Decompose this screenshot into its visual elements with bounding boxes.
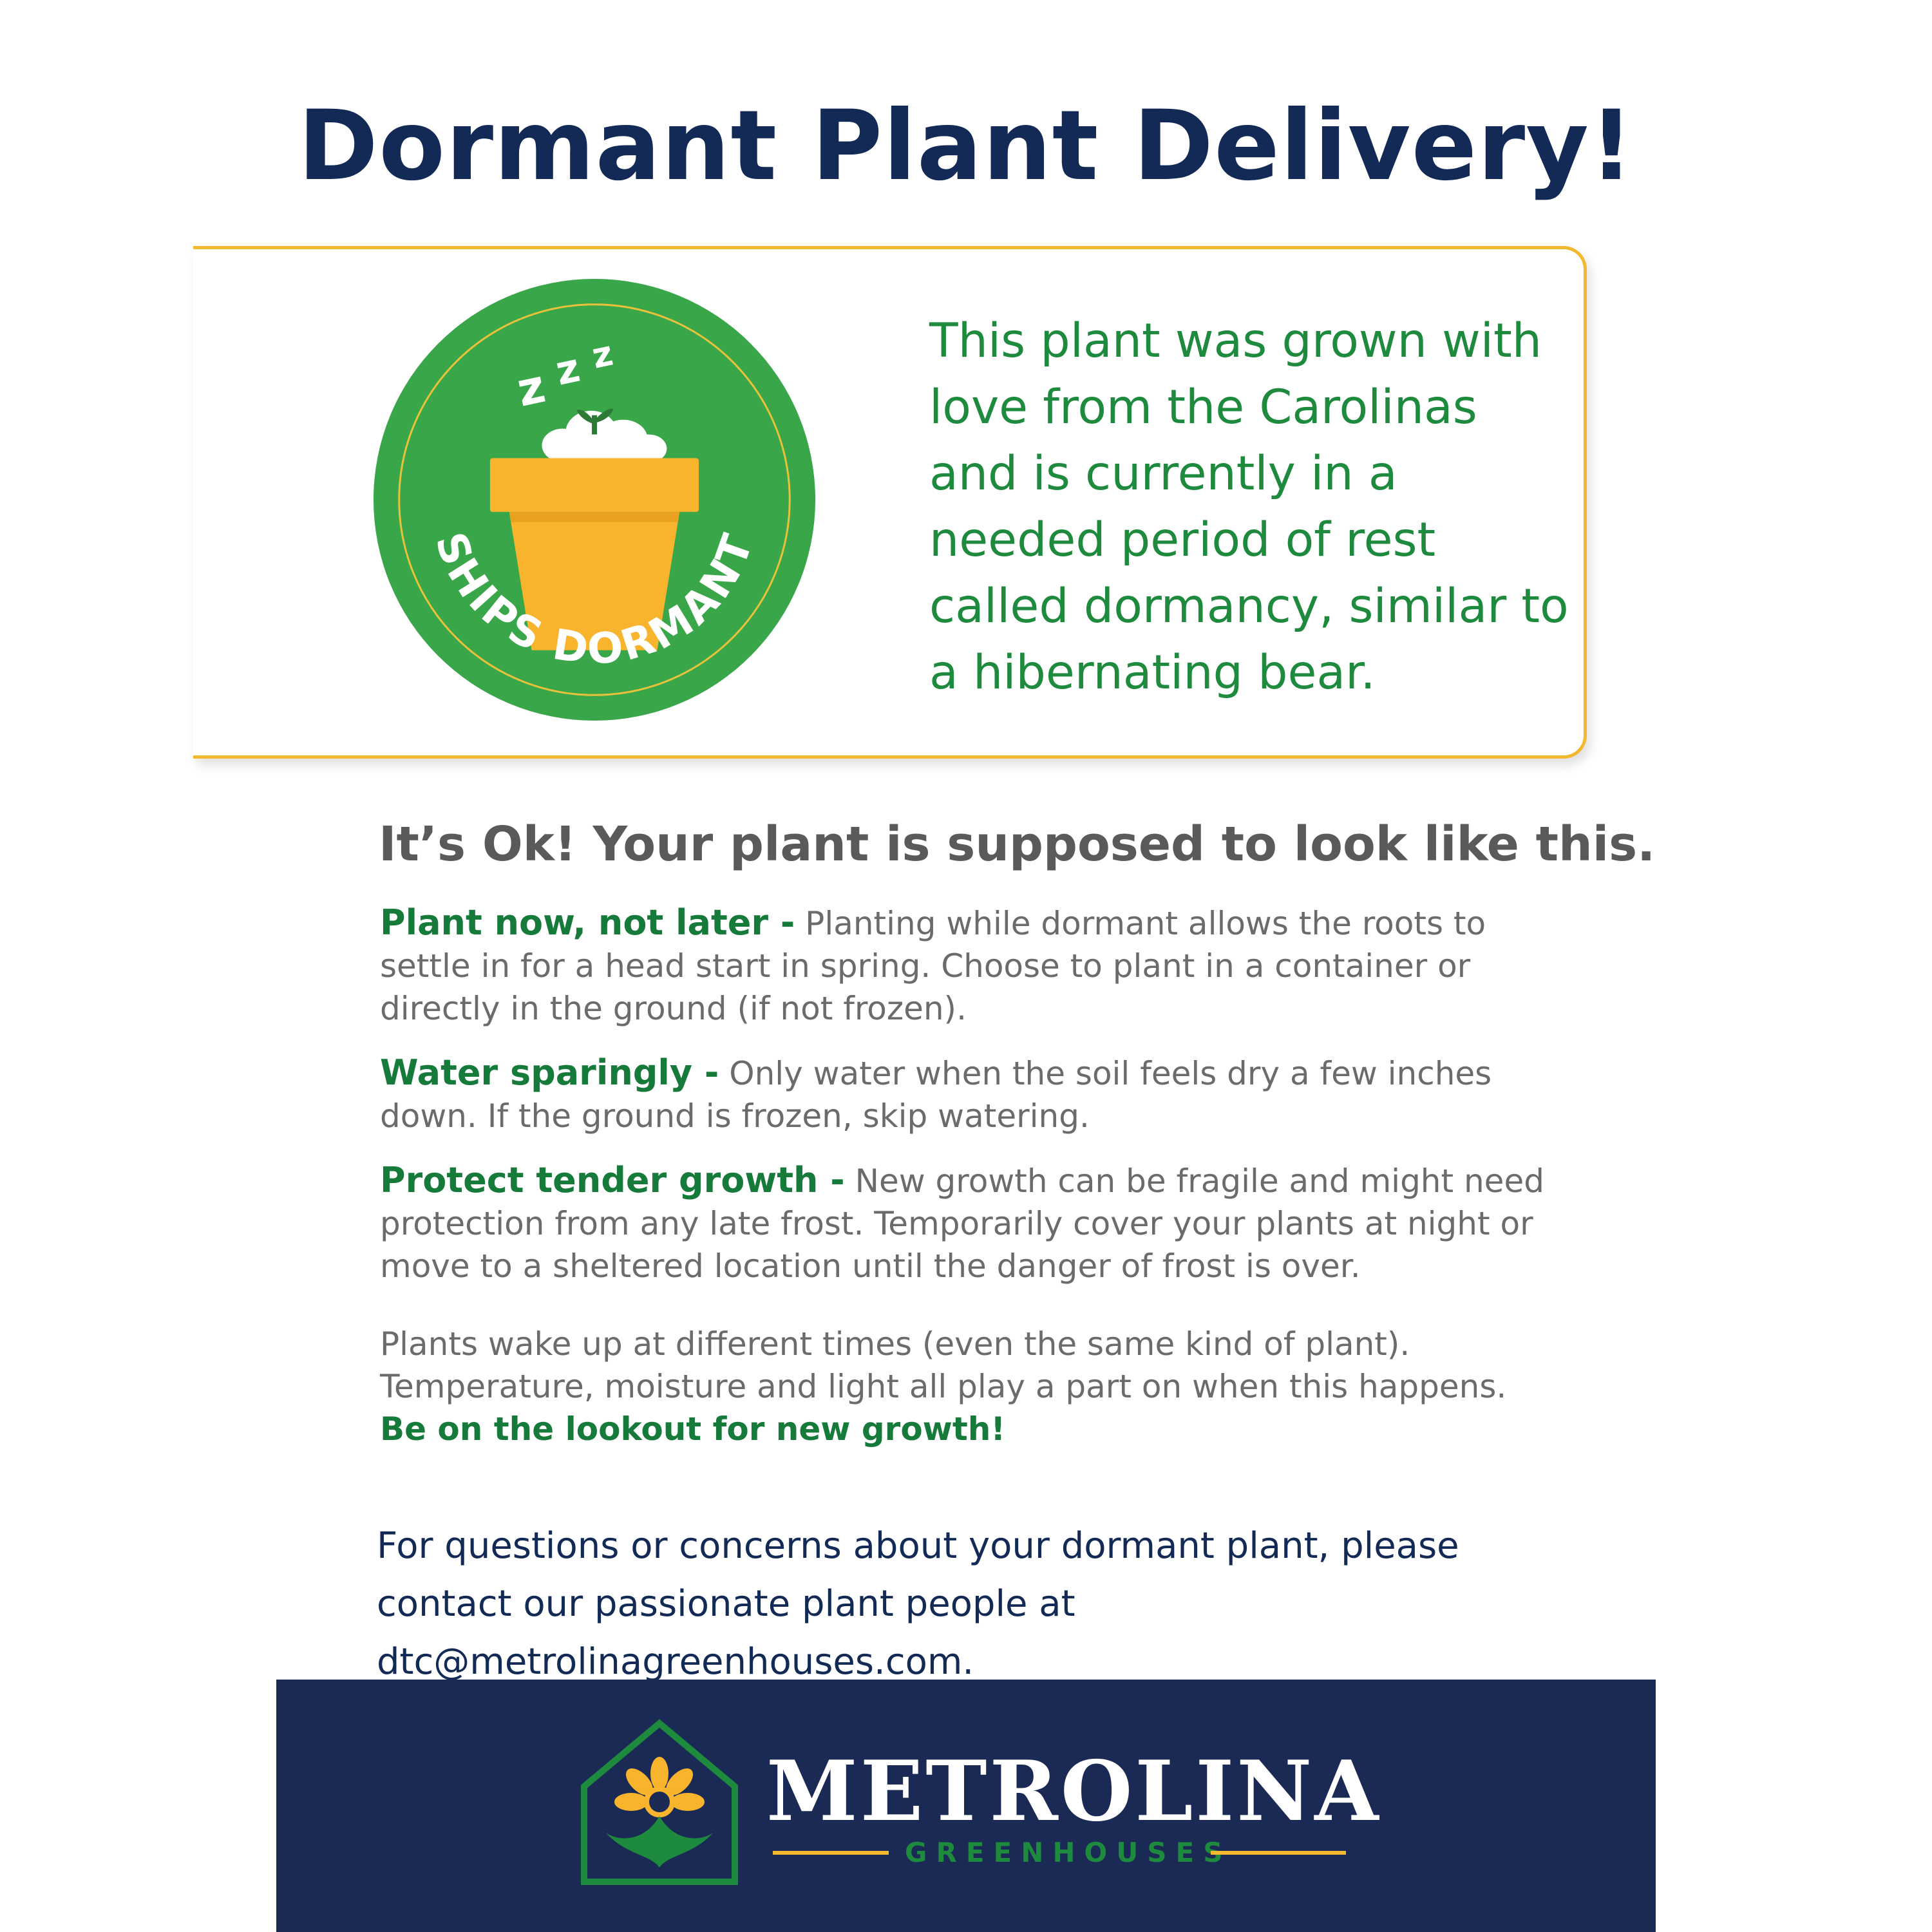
tip-text: Planting while dormant allows the roots … — [380, 905, 1486, 1027]
sleeping-pot-icon — [489, 408, 699, 650]
tip-water-sparingly: Water sparingly - Only water when the so… — [380, 1052, 1578, 1137]
tip-label: Water sparingly - — [380, 1052, 719, 1093]
contact-text: For questions or concerns about your dor… — [377, 1525, 1459, 1683]
divider — [1211, 1851, 1346, 1855]
page-title: Dormant Plant Delivery! — [298, 90, 1634, 202]
tip-plant-now: Plant now, not later - Planting while do… — [380, 902, 1578, 1030]
tip-protect-growth: Protect tender growth - New growth can b… — [380, 1159, 1578, 1287]
intro-text: This plant was grown with love from the … — [929, 314, 1569, 700]
tip-label: Protect tender growth - — [380, 1160, 845, 1200]
footer-banner — [276, 1680, 1656, 1932]
brand-name: METROLINA — [766, 1743, 1381, 1840]
brand-sub-text: GREENHOUSES — [905, 1837, 1232, 1868]
lookout-text: Be on the lookout for new growth! — [380, 1410, 1006, 1448]
wake-note: Plants wake up at different times (even … — [380, 1323, 1578, 1450]
ok-heading: It’s Ok! Your plant is supposed to look … — [379, 817, 1656, 872]
care-tips: Plant now, not later - Planting while do… — [380, 902, 1578, 1309]
tip-text: Only water when the soil feels dry a few… — [380, 1055, 1492, 1135]
metrolina-logo-icon — [581, 1719, 738, 1885]
tip-text: New growth can be fragile and might need… — [380, 1162, 1544, 1285]
wake-note-text: Plants wake up at different times (even … — [380, 1325, 1507, 1405]
tip-label: Plant now, not later - — [380, 902, 795, 943]
brand-subtitle: GREENHOUSES — [773, 1837, 1346, 1869]
divider — [773, 1851, 889, 1855]
